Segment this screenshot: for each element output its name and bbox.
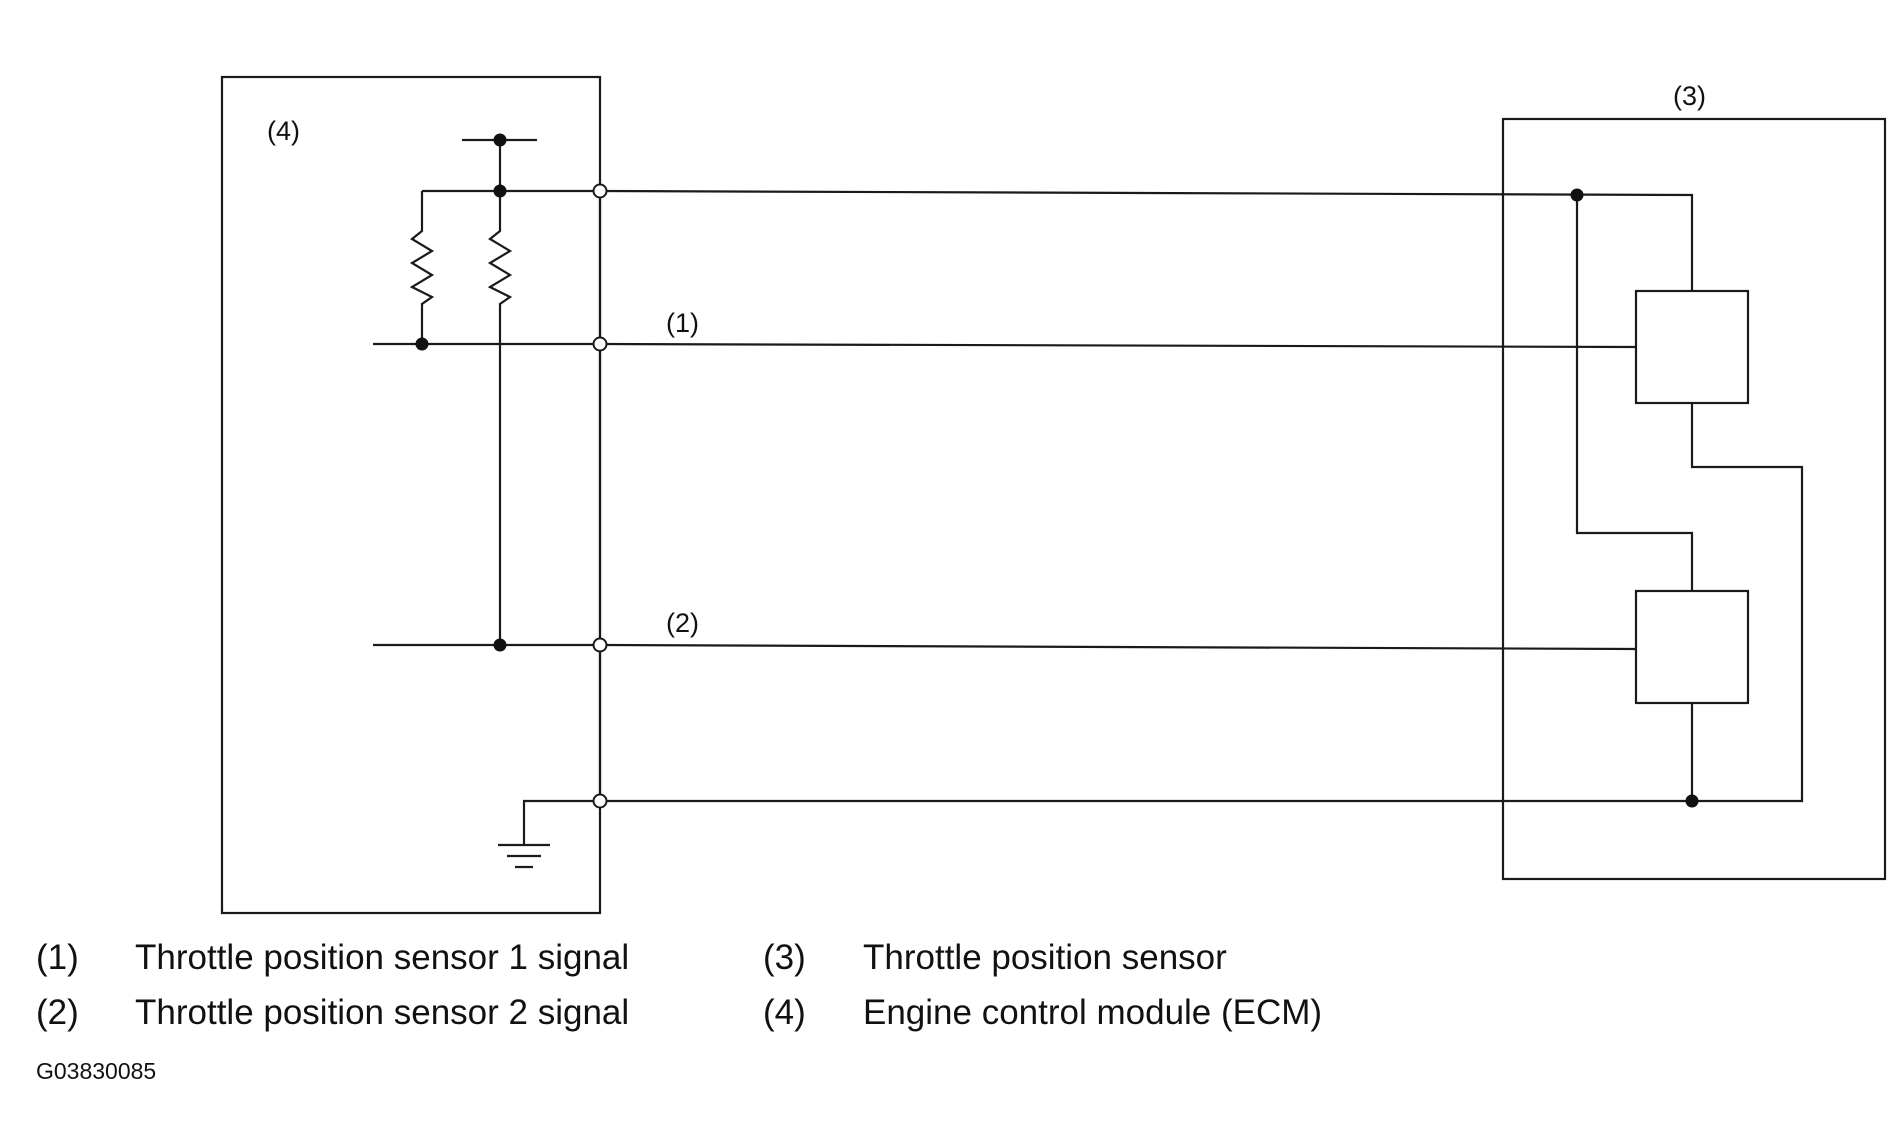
legend-text-1: Throttle position sensor 1 signal [135,938,630,977]
terminal-node [592,183,608,199]
sensor-supply-branch [1575,195,1694,591]
ground-wire [522,799,602,845]
terminal-node [592,793,608,809]
legend-number-4: (4) [763,993,806,1032]
terminal-node [592,336,608,352]
ecm-ref-label: (4) [267,116,300,146]
harness-signal-1-wire [599,342,1637,349]
wire-2-label: (2) [666,608,699,638]
wire-1-label: (1) [666,308,699,338]
legend-number-2: (2) [36,993,79,1032]
legend-text-4: Engine control module (ECM) [863,993,1323,1032]
sensor-element-2 [1634,589,1750,705]
legend-number-3: (3) [763,938,806,977]
resistor-1 [409,191,435,344]
harness-ground-wire [600,403,1804,803]
harness-signal-2-wire [599,643,1637,651]
resistor-2 [487,191,513,645]
sensor-ref-label: (3) [1673,81,1706,111]
junction-dot [493,638,507,652]
sensor-element-1 [1634,289,1750,405]
harness-power-wire [599,189,1694,291]
junction-dot [415,337,429,351]
legend-number-1: (1) [36,938,79,977]
legend-text-2: Throttle position sensor 2 signal [135,993,630,1032]
junction-dot [493,184,507,198]
sensor-box [1501,117,1887,881]
terminal-node [592,637,608,653]
ecm-box [220,75,602,915]
junction-dot [493,133,507,147]
junction-dot [1570,188,1584,202]
junction-dot [1685,794,1699,808]
legend-text-3: Throttle position sensor [863,938,1227,977]
ground-symbol [498,843,550,869]
figure-code: G03830085 [36,1058,157,1084]
